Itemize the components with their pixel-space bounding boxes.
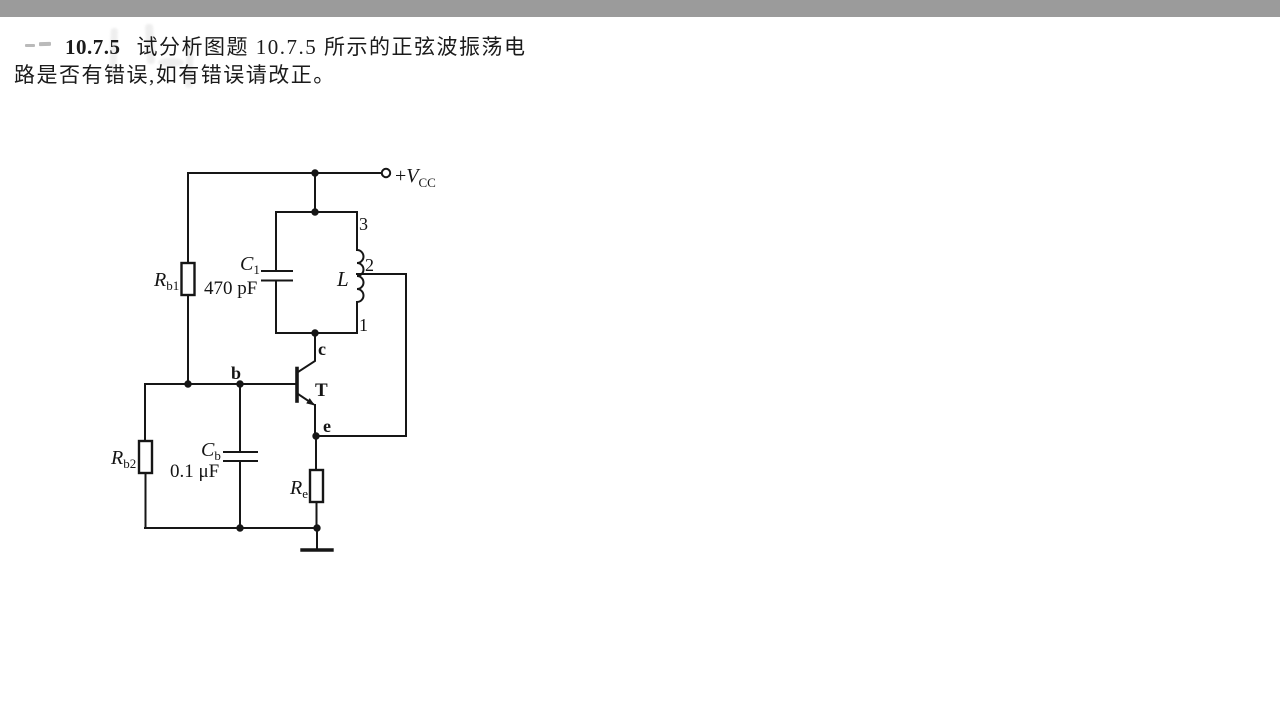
re-label: Re [289, 477, 308, 501]
problem-number: 10.7.5 [65, 35, 121, 59]
cb-value: 0.1 μF [170, 461, 219, 482]
rb2-subscript: b2 [123, 456, 136, 471]
junction-dot [236, 380, 244, 388]
re-subscript: e [302, 486, 308, 501]
wire-collector [296, 332, 316, 374]
inductor-tap-3: 3 [359, 214, 368, 234]
transistor-symbol [295, 366, 315, 406]
re-symbol: R [289, 477, 302, 499]
cb-label: Cb [201, 439, 221, 463]
junction-dot [311, 329, 319, 337]
vcc-terminal-circle [380, 167, 392, 179]
rb1-symbol: R [153, 269, 166, 291]
junction-dot [312, 432, 320, 440]
c1-label: C1 [240, 253, 260, 277]
inductor-coil [355, 248, 365, 304]
problem-line-1: 10.7.5 试分析图题 10.7.5 所示的正弦波振荡电 [65, 33, 527, 61]
capacitor-c1-plates [261, 270, 293, 282]
scan-artifact-dash [25, 44, 35, 47]
c1-symbol: C [240, 253, 254, 275]
rb2-symbol: R [110, 447, 123, 469]
inductor-label: L [336, 267, 349, 291]
rb2-label: Rb2 [110, 447, 136, 471]
junction-dot [184, 380, 192, 388]
cb-subscript: b [214, 448, 221, 463]
watermark-smudge [158, 58, 184, 67]
junction-dot [311, 169, 319, 177]
rb1-label: Rb1 [153, 269, 179, 293]
rb1-subscript: b1 [166, 278, 179, 293]
transistor-collector-label: c [318, 339, 326, 359]
problem-line-2: 路是否有错误,如有错误请改正。 [14, 63, 336, 87]
c1-value: 470 pF [204, 278, 257, 299]
transistor-label: T [315, 380, 328, 401]
vcc-label: +VCC [395, 165, 436, 190]
transistor-emitter-label: e [323, 416, 331, 436]
top-gray-bar [0, 0, 1280, 17]
resistor-rb2-body [137, 439, 154, 475]
capacitor-cb-plates [223, 451, 258, 462]
vcc-subscript: CC [419, 175, 436, 190]
transistor-emitter-arrow [306, 398, 315, 406]
cb-symbol: C [201, 439, 215, 461]
transistor-base-label: b [231, 363, 241, 383]
vcc-plus: + [395, 165, 406, 187]
resistor-re-body [308, 468, 325, 504]
junction-dots [184, 169, 321, 532]
problem-line-1-text: 试分析图题 10.7.5 所示的正弦波振荡电 [136, 35, 527, 59]
junction-dot [313, 524, 321, 532]
c1-subscript: 1 [253, 262, 260, 277]
junction-dot [236, 524, 244, 532]
vcc-symbol: V [406, 165, 421, 187]
resistor-rb1-body [180, 261, 196, 297]
inductor-tap-1: 1 [359, 315, 368, 335]
junction-dot [311, 208, 319, 216]
inductor-tap-2: 2 [365, 255, 374, 275]
